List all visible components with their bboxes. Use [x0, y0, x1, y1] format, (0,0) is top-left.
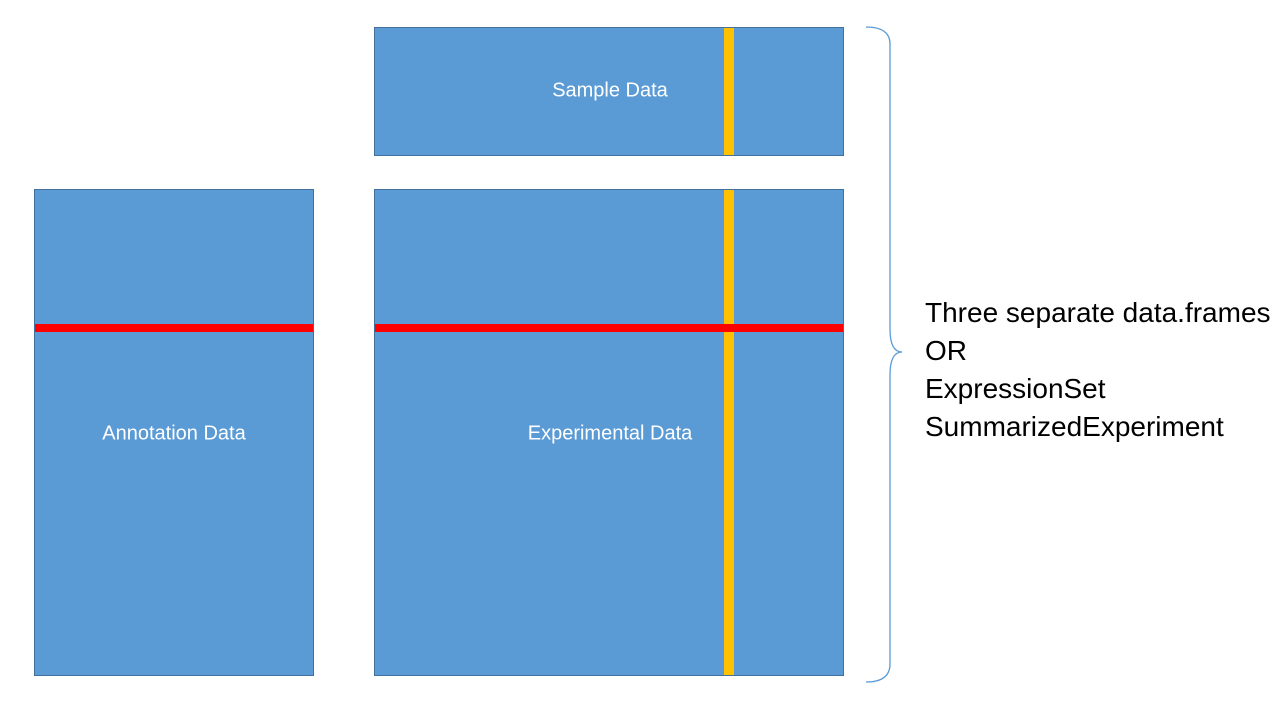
annotation-data-box: Annotation Data [34, 189, 314, 676]
side-text-line-3: ExpressionSet [925, 373, 1106, 404]
experimental-column-highlight [724, 190, 734, 675]
curly-brace [865, 26, 902, 683]
sample-data-box: Sample Data [374, 27, 844, 156]
annotation-data-label: Annotation Data [102, 422, 246, 445]
sample-column-highlight [724, 28, 734, 155]
side-text-line-2: OR [925, 335, 967, 366]
side-text-line-4: SummarizedExperiment [925, 411, 1224, 442]
sample-data-label: Sample Data [552, 79, 668, 102]
side-text-line-1: Three separate data.frames [925, 297, 1271, 328]
experimental-data-label: Experimental Data [527, 422, 693, 445]
data-structure-options: Three separate data.frames OR Expression… [925, 294, 1280, 446]
annotation-row-highlight [35, 324, 313, 332]
experimental-row-highlight [375, 324, 843, 332]
brace-path [865, 26, 902, 683]
experimental-data-box: Experimental Data [374, 189, 844, 676]
